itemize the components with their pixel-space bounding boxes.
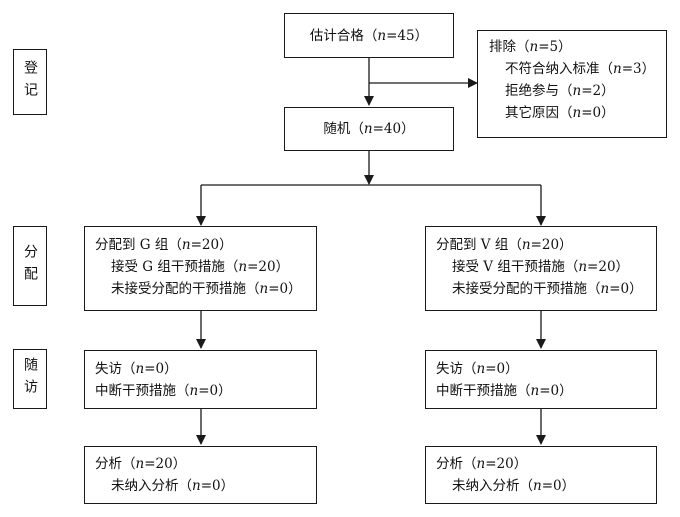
left-allocation-2-prefix: 未接受分配的干预措施（ bbox=[111, 281, 260, 297]
excluded-title-n: n bbox=[529, 39, 539, 55]
stage-enrollment-label: 登记 bbox=[22, 60, 38, 104]
left-allocation-2-n: n bbox=[259, 281, 269, 297]
right-allocation-2-prefix: 未接受分配的干预措施（ bbox=[452, 281, 601, 297]
left-allocation-2-suffix: =0） bbox=[268, 281, 302, 297]
right-allocation-box: 分配到 V 组（n=20） 接受 V 组干预措施（n=20） 未接受分配的干预措… bbox=[425, 226, 657, 311]
excluded-reason: 不符合纳入标准（n=3） bbox=[489, 58, 666, 80]
right-analysis-1-prefix: 未纳入分析（ bbox=[452, 478, 533, 494]
randomized-n: n bbox=[363, 121, 373, 137]
excluded-reason: 其它原因（n=0） bbox=[489, 102, 666, 124]
left-analysis-1-n: n bbox=[192, 478, 201, 494]
right-allocation-1-prefix: 接受 V 组干预措施（ bbox=[452, 259, 579, 275]
right-allocation-0-n: n bbox=[521, 237, 531, 253]
left-analysis-0-n: n bbox=[135, 456, 145, 472]
left-followup-1-prefix: 中断干预措施（ bbox=[95, 383, 190, 399]
right-analysis-0-prefix: 分析（ bbox=[436, 456, 477, 472]
right-followup-0-prefix: 失访（ bbox=[436, 361, 477, 377]
right-followup-0-suffix: =0） bbox=[485, 361, 519, 377]
right-followup-1-suffix: =0） bbox=[539, 383, 573, 399]
right-analysis-box: 分析（n=20） 未纳入分析（n=0） bbox=[425, 446, 657, 504]
right-allocation-1-suffix: =20） bbox=[587, 259, 630, 275]
left-followup-0-prefix: 失访（ bbox=[95, 361, 136, 377]
right-analysis-1-suffix: =0） bbox=[541, 478, 576, 494]
assessed-n: n bbox=[377, 27, 387, 44]
right-followup-box: 失访（n=0） 中断干预措施（n=0） bbox=[425, 350, 657, 409]
right-allocation-line: 接受 V 组干预措施（n=20） bbox=[436, 256, 656, 278]
left-followup-0-n: n bbox=[135, 361, 145, 377]
excluded-reason-0-suffix: =3） bbox=[621, 61, 656, 77]
randomized-text: 随机（n=40） bbox=[323, 118, 414, 140]
left-followup-1-suffix: =0） bbox=[198, 383, 232, 399]
right-allocation-2-suffix: =0） bbox=[609, 281, 643, 297]
right-followup-line: 失访（n=0） bbox=[436, 358, 656, 380]
stage-followup: 随访 bbox=[13, 349, 47, 409]
excluded-title-prefix: 排除（ bbox=[489, 39, 530, 55]
left-analysis-0-suffix: =20） bbox=[144, 456, 187, 472]
excluded-reason-1-prefix: 拒绝参与（ bbox=[505, 83, 573, 99]
left-analysis-0-prefix: 分析（ bbox=[95, 456, 136, 472]
left-analysis-line: 分析（n=20） bbox=[95, 453, 316, 475]
excluded-reason-0-n: n bbox=[613, 61, 622, 77]
right-allocation-line: 未接受分配的干预措施（n=0） bbox=[436, 278, 656, 300]
excluded-reason-2-n: n bbox=[572, 105, 582, 121]
assessed-prefix: 估计合格（ bbox=[309, 27, 378, 44]
left-followup-line: 失访（n=0） bbox=[95, 358, 316, 380]
left-analysis-box: 分析（n=20） 未纳入分析（n=0） bbox=[84, 446, 317, 504]
excluded-title-suffix: =5） bbox=[538, 39, 572, 55]
left-allocation-0-prefix: 分配到 G 组（ bbox=[95, 237, 182, 253]
right-analysis-0-n: n bbox=[476, 456, 486, 472]
left-analysis-1-prefix: 未纳入分析（ bbox=[111, 478, 192, 494]
left-allocation-box: 分配到 G 组（n=20） 接受 G 组干预措施（n=20） 未接受分配的干预措… bbox=[84, 226, 317, 311]
excluded-title: 排除（n=5） bbox=[489, 36, 666, 58]
assessed-box: 估计合格（n=45） bbox=[284, 13, 454, 58]
excluded-reason-0-prefix: 不符合纳入标准（ bbox=[505, 61, 613, 77]
assessed-suffix: =45） bbox=[386, 27, 429, 44]
excluded-reason-2-prefix: 其它原因（ bbox=[505, 105, 573, 121]
stage-followup-label: 随访 bbox=[22, 357, 38, 401]
right-analysis-1-n: n bbox=[533, 478, 542, 494]
left-analysis-1-suffix: =0） bbox=[200, 478, 235, 494]
stage-allocation-label: 分配 bbox=[22, 244, 38, 288]
left-allocation-0-n: n bbox=[181, 237, 191, 253]
excluded-reason-2-suffix: =0） bbox=[581, 105, 615, 121]
left-allocation-1-prefix: 接受 G 组干预措施（ bbox=[111, 259, 239, 275]
right-followup-1-prefix: 中断干预措施（ bbox=[436, 383, 531, 399]
right-followup-1-n: n bbox=[530, 383, 540, 399]
excluded-reason-1-n: n bbox=[572, 83, 582, 99]
left-allocation-1-n: n bbox=[238, 259, 248, 275]
right-allocation-line: 分配到 V 组（n=20） bbox=[436, 234, 656, 256]
right-analysis-0-suffix: =20） bbox=[485, 456, 528, 472]
right-allocation-0-suffix: =20） bbox=[530, 237, 573, 253]
left-followup-1-n: n bbox=[189, 383, 199, 399]
assessed-text: 估计合格（n=45） bbox=[310, 25, 428, 47]
left-allocation-line: 未接受分配的干预措施（n=0） bbox=[95, 278, 316, 300]
right-allocation-0-prefix: 分配到 V 组（ bbox=[436, 237, 522, 253]
randomized-suffix: =40） bbox=[372, 121, 415, 137]
left-allocation-1-suffix: =20） bbox=[247, 259, 290, 275]
randomized-prefix: 随机（ bbox=[323, 121, 364, 137]
right-allocation-1-n: n bbox=[578, 259, 588, 275]
right-analysis-line: 分析（n=20） bbox=[436, 453, 656, 475]
right-allocation-2-n: n bbox=[600, 281, 610, 297]
left-allocation-0-suffix: =20） bbox=[190, 237, 233, 253]
excluded-reason-1-suffix: =2） bbox=[581, 83, 615, 99]
left-analysis-line: 未纳入分析（n=0） bbox=[95, 475, 316, 497]
excluded-box: 排除（n=5） 不符合纳入标准（n=3） 拒绝参与（n=2） 其它原因（n=0） bbox=[477, 30, 667, 138]
excluded-reason: 拒绝参与（n=2） bbox=[489, 80, 666, 102]
right-analysis-line: 未纳入分析（n=0） bbox=[436, 475, 656, 497]
left-allocation-line: 接受 G 组干预措施（n=20） bbox=[95, 256, 316, 278]
right-followup-0-n: n bbox=[476, 361, 486, 377]
randomized-box: 随机（n=40） bbox=[284, 107, 454, 151]
stage-allocation: 分配 bbox=[13, 226, 47, 306]
left-followup-box: 失访（n=0） 中断干预措施（n=0） bbox=[84, 350, 317, 409]
right-followup-line: 中断干预措施（n=0） bbox=[436, 380, 656, 402]
stage-enrollment: 登记 bbox=[13, 49, 47, 115]
left-allocation-line: 分配到 G 组（n=20） bbox=[95, 234, 316, 256]
left-followup-line: 中断干预措施（n=0） bbox=[95, 380, 316, 402]
left-followup-0-suffix: =0） bbox=[144, 361, 178, 377]
